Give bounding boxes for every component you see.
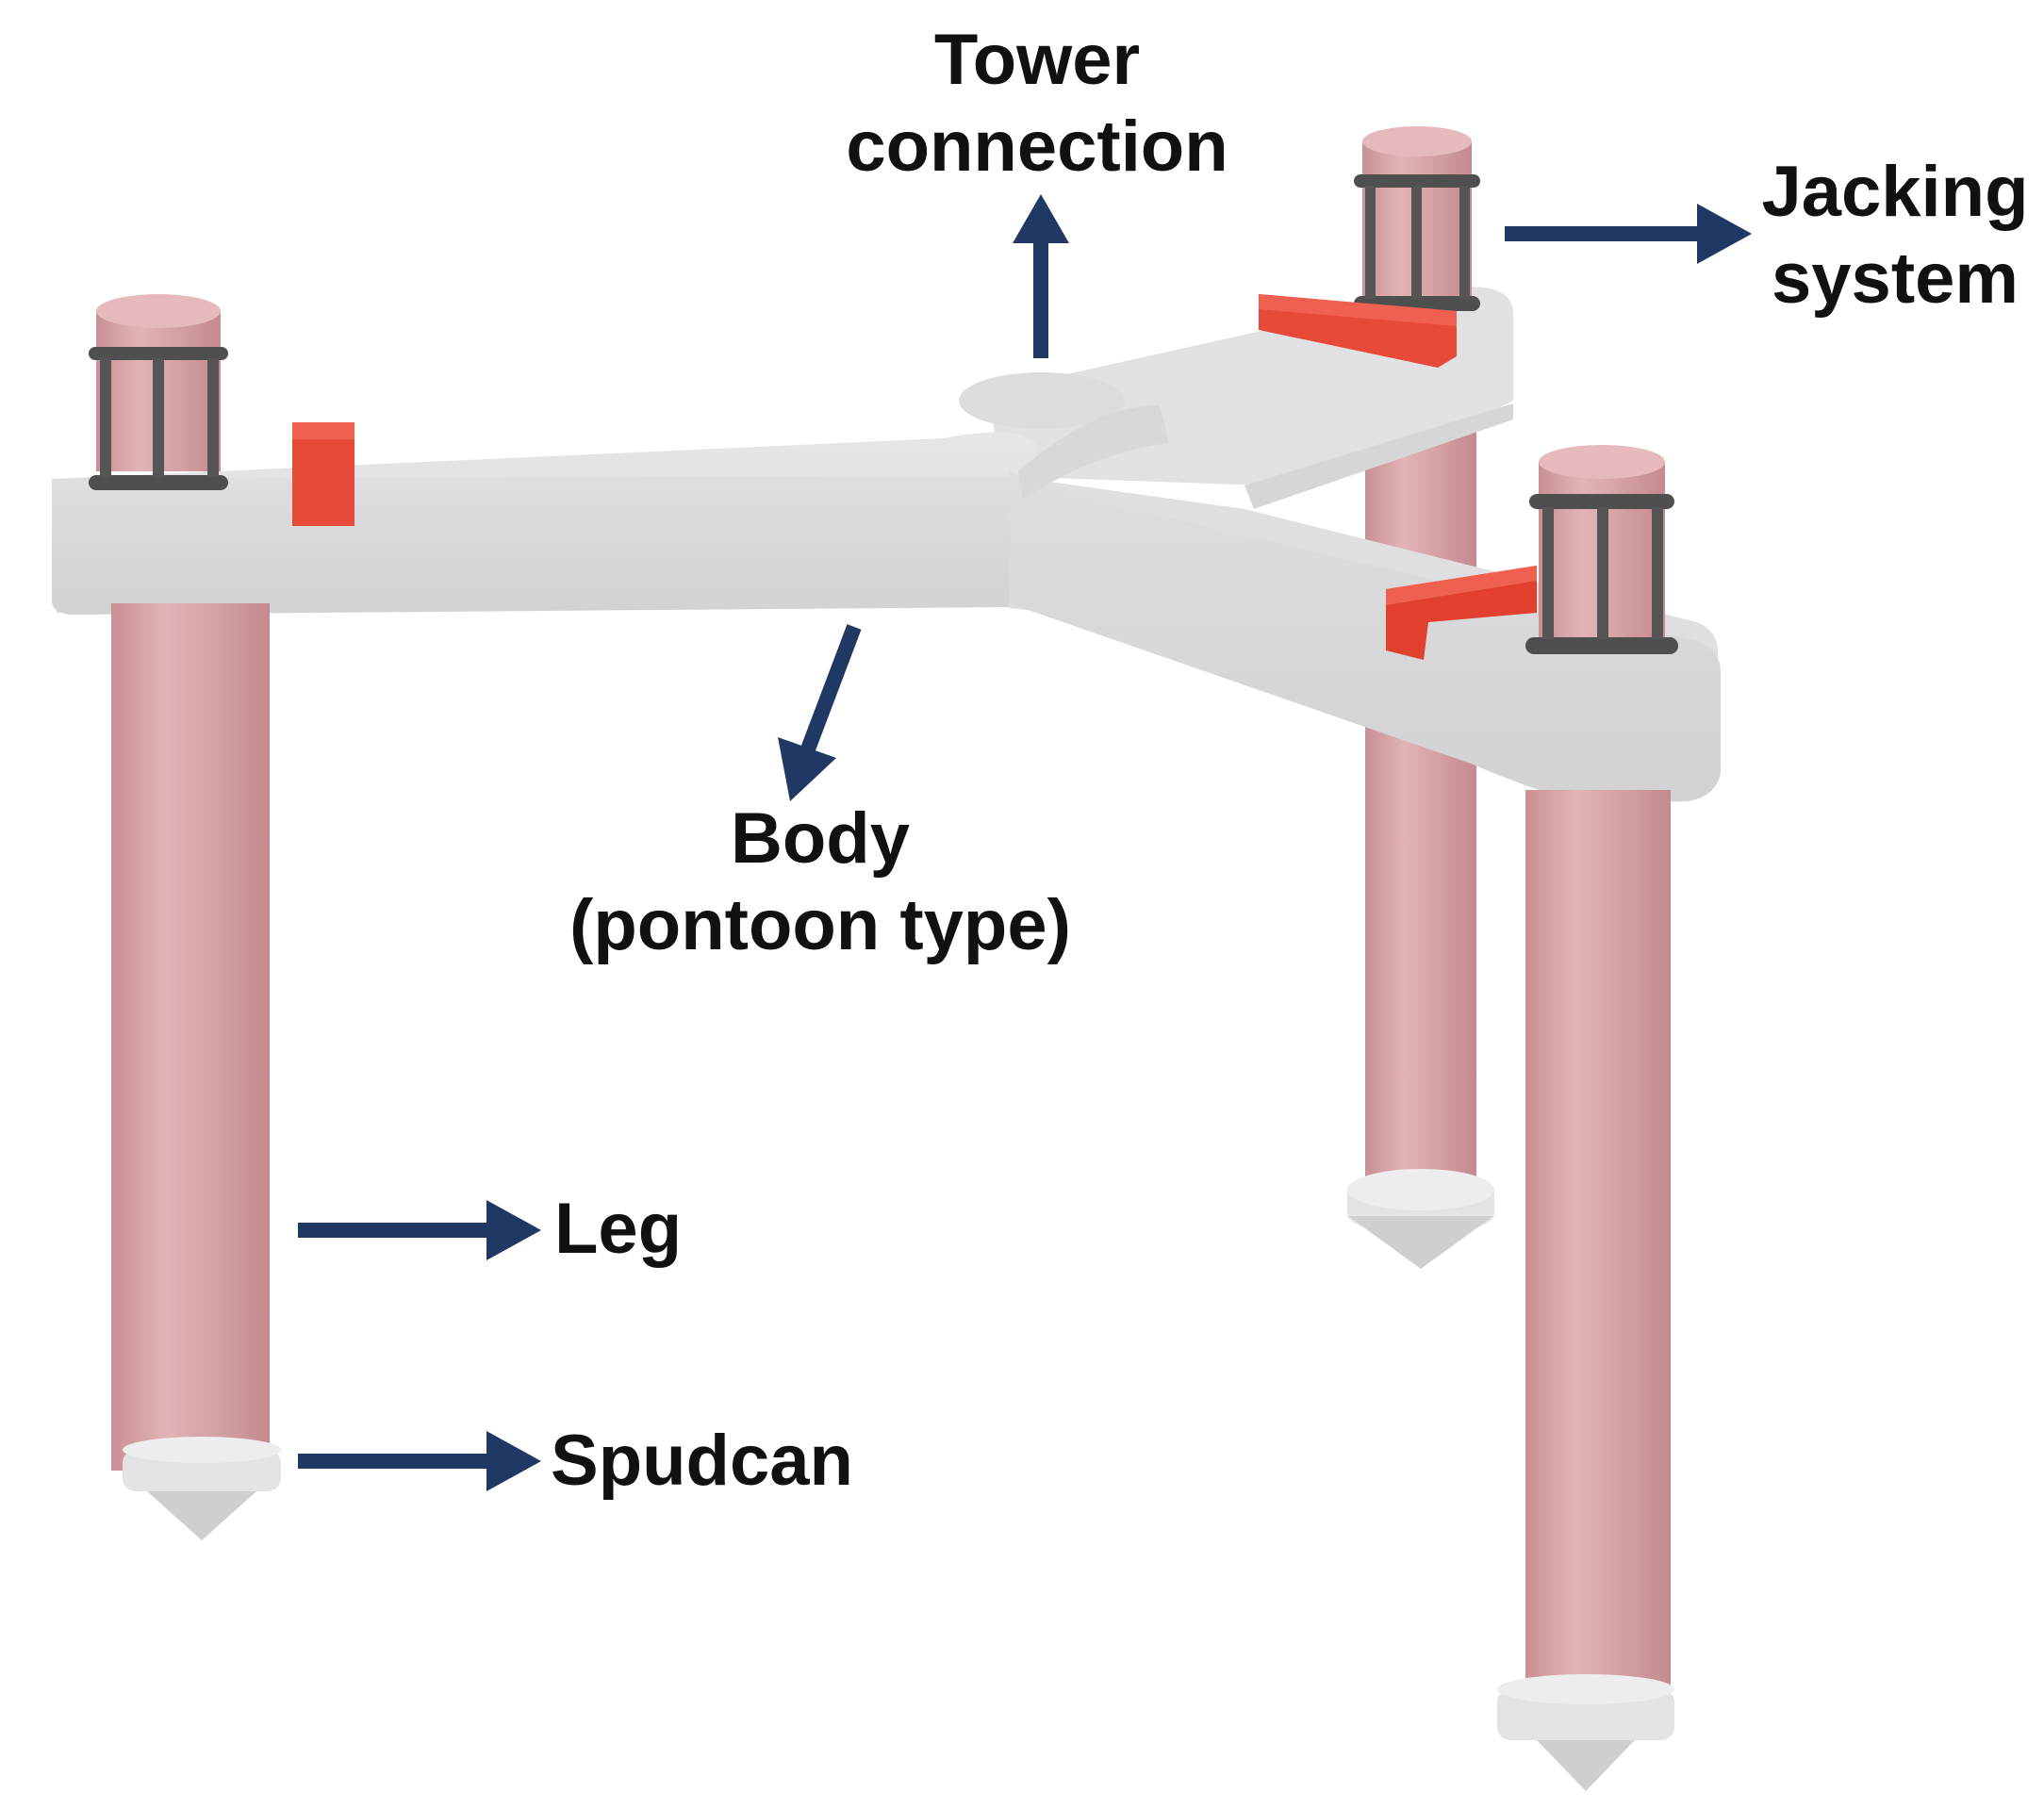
arrow-spudcan: [298, 1431, 541, 1491]
label-jacking-line1: Jacking: [1761, 152, 2029, 232]
label-tower-line1: Tower: [933, 20, 1141, 100]
label-tower-line2: connection: [846, 107, 1228, 187]
leg-front-right: [1497, 790, 1674, 1791]
label-body: Body (pontoon type): [537, 796, 1103, 969]
jack-block-left: [292, 422, 354, 526]
spudcan-front-right: [1497, 1674, 1674, 1791]
jack-block-front-right: [1386, 566, 1537, 660]
jack-top-front-right: [1525, 445, 1678, 654]
label-tower-connection: Tower connection: [830, 17, 1245, 190]
jack-top-left: [89, 294, 228, 490]
leg-left: [111, 603, 281, 1540]
arrow-tower-connection: [1013, 194, 1069, 358]
label-spudcan: Spudcan: [551, 1421, 853, 1501]
label-body-line2: (pontoon type): [569, 885, 1071, 965]
label-leg: Leg: [554, 1189, 683, 1269]
arrow-leg: [298, 1200, 541, 1260]
jack-top-back-right: [1354, 126, 1480, 311]
jack-block-back-right: [1259, 294, 1457, 368]
label-jacking-system: Jacking system: [1754, 149, 2036, 322]
spudcan-back-right: [1347, 1169, 1494, 1269]
label-body-line1: Body: [731, 798, 910, 879]
label-jacking-line2: system: [1772, 238, 2019, 319]
arrow-jacking-system: [1505, 204, 1752, 264]
spudcan-left: [123, 1437, 281, 1540]
arrow-body: [778, 624, 862, 801]
leg-back-right: [1347, 396, 1494, 1269]
